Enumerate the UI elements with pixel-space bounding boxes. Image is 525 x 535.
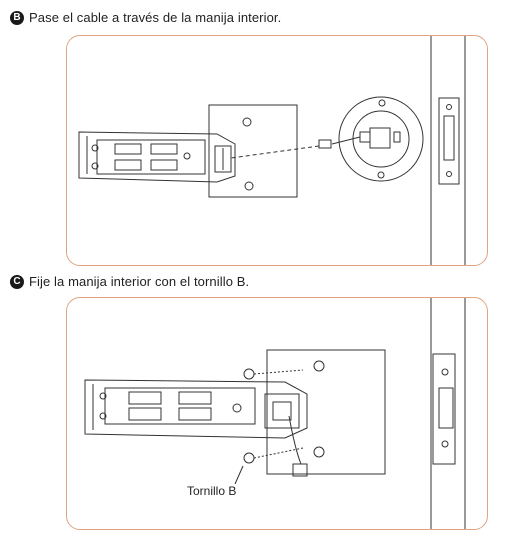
latch-plate xyxy=(438,97,460,185)
screw-thread xyxy=(253,447,304,459)
screw-b-callout: Tornillo B xyxy=(187,484,237,498)
illustration-panel-c: Tornillo B xyxy=(66,297,488,530)
battery xyxy=(114,159,142,171)
base-plate xyxy=(266,349,386,475)
illustration-panel-b xyxy=(66,35,488,266)
battery xyxy=(150,143,178,155)
latch-screw xyxy=(446,104,452,110)
callout-leader xyxy=(234,465,244,485)
handle-screw xyxy=(183,152,191,160)
handle-body xyxy=(84,379,308,439)
cable-dashed-path xyxy=(230,145,320,159)
base-plate-hole xyxy=(313,446,325,458)
battery xyxy=(178,407,212,421)
spindle-block xyxy=(369,127,391,149)
screw-thread xyxy=(253,369,304,375)
battery xyxy=(128,391,162,405)
handle-hub-inner xyxy=(272,401,292,421)
handle-battery-area xyxy=(96,139,206,175)
latch-screw xyxy=(441,440,449,448)
rosette-hole xyxy=(378,99,386,107)
cable-plug xyxy=(318,139,332,149)
handle-battery-area xyxy=(104,387,256,425)
handle-hub xyxy=(214,145,232,173)
connector xyxy=(359,131,371,143)
battery xyxy=(128,407,162,421)
latch-screw xyxy=(441,368,449,376)
handle-screw xyxy=(99,412,107,420)
illustration-b-drawing xyxy=(78,36,466,265)
door-rosette xyxy=(338,96,424,182)
handle-screw xyxy=(91,144,99,152)
connector-tab xyxy=(393,131,401,143)
cable xyxy=(288,415,302,465)
handle-screw xyxy=(232,403,242,413)
step-b-text: Pase el cable a través de la manija inte… xyxy=(29,10,282,25)
handle-hub xyxy=(264,393,300,429)
base-plate xyxy=(208,104,298,198)
step-c-text: Fije la manija interior con el tornillo … xyxy=(29,274,250,289)
screw-head xyxy=(243,452,255,464)
handle-screw xyxy=(99,392,107,400)
step-c-heading: C Fije la manija interior con el tornill… xyxy=(10,274,249,289)
latch-bolt xyxy=(443,115,455,161)
step-b-badge: B xyxy=(10,10,24,25)
battery xyxy=(114,143,142,155)
illustration-c-drawing xyxy=(84,298,466,529)
latch-plate xyxy=(432,353,456,465)
base-plate-hole xyxy=(244,181,254,191)
step-b-heading: B Pase el cable a través de la manija in… xyxy=(10,10,281,25)
cable xyxy=(331,136,361,145)
battery xyxy=(150,159,178,171)
base-plate-hole xyxy=(313,360,325,372)
latch-bolt xyxy=(438,387,454,429)
screw-head xyxy=(243,368,255,380)
step-c-badge: C xyxy=(10,274,24,289)
handle-screw xyxy=(91,162,99,170)
battery xyxy=(178,391,212,405)
cable-plug xyxy=(292,463,308,477)
base-plate-hole xyxy=(242,117,252,127)
door-rosette-inner xyxy=(352,110,410,168)
latch-screw xyxy=(446,171,452,177)
rosette-hole xyxy=(377,171,385,179)
